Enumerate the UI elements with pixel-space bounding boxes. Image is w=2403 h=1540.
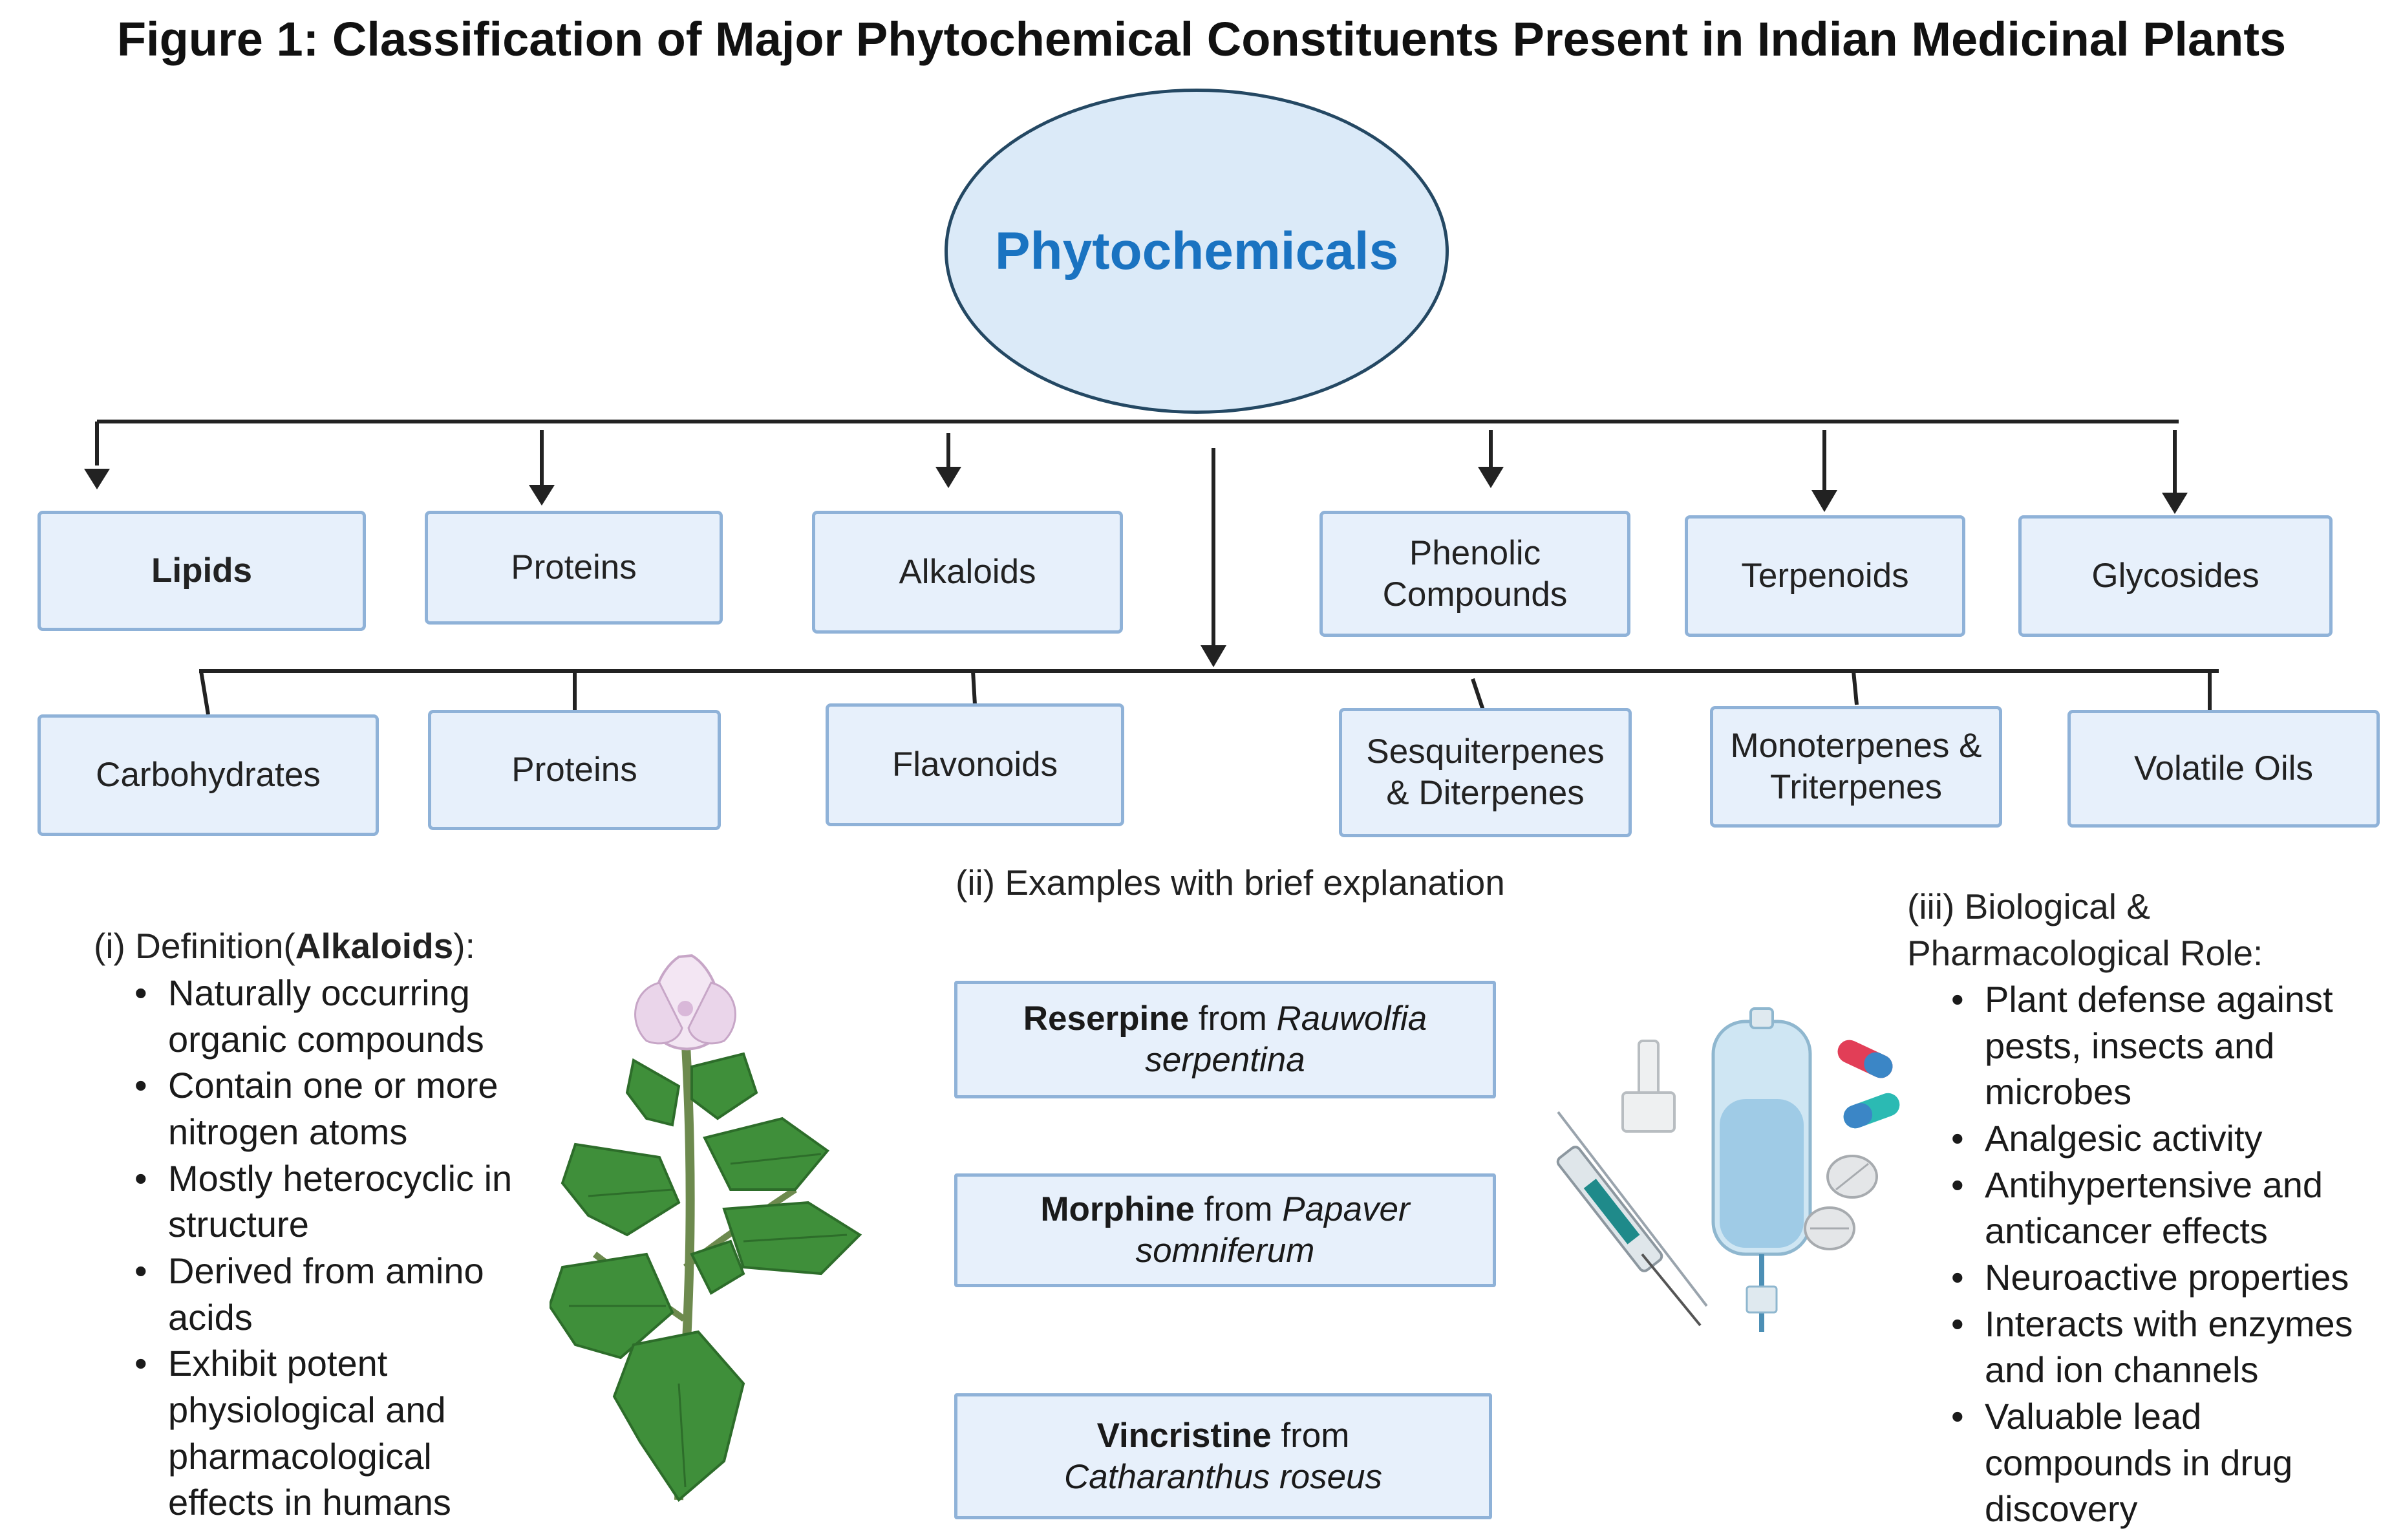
role-point: Interacts with enzymes and ion channels (1914, 1301, 2379, 1393)
connector-word: from (1271, 1416, 1350, 1455)
roles-heading-line-2: Pharmacological Role: (1907, 932, 2263, 973)
definition-term: Alkaloids (295, 926, 454, 966)
category-phenolic-compounds: Phenolic Compounds (1319, 511, 1630, 637)
species-name: roseus (1279, 1457, 1383, 1496)
drop-carbohydrates (199, 670, 210, 715)
examples-heading: (ii) Examples with brief explanation (956, 862, 1505, 903)
definition-point: Naturally occurring organic compounds (97, 970, 537, 1062)
example-reserpine: Reserpine from Rauwolfia serpentina (954, 981, 1496, 1098)
genus-name: Catharanthus (1063, 1457, 1270, 1496)
category-glycosides: Glycosides (2018, 515, 2333, 637)
compound-name: Morphine (1040, 1190, 1195, 1229)
definition-suffix: ): (453, 926, 475, 966)
arrowhead-alkaloids (935, 467, 961, 488)
definition-point: Contain one or more nitrogen atoms (97, 1062, 537, 1155)
roles-heading-line-1: (iii) Biological & (1907, 886, 2150, 926)
role-point: Valuable lead compounds in drug discover… (1914, 1393, 2379, 1532)
iv-connector-icon (1621, 1040, 1676, 1133)
example-line-2: Catharanthus roseus (1064, 1457, 1382, 1498)
root-label: Phytochemicals (994, 221, 1399, 281)
category-carbohydrates: Carbohydrates (37, 714, 379, 836)
definition-prefix: (i) Definition( (94, 926, 295, 966)
category-sesquiterpenes-diterpenes: Sesquiterpenes & Diterpenes (1339, 708, 1632, 837)
compound-name: Vincristine (1096, 1416, 1272, 1455)
category-proteins-secondary: Proteins (428, 710, 721, 830)
definition-list: Naturally occurring organic compounds Co… (97, 970, 537, 1526)
category-monoterpenes-triterpenes: Monoterpenes & Triterpenes (1710, 706, 2002, 828)
definition-point: Derived from amino acids (97, 1248, 537, 1340)
plant-illustration (550, 954, 862, 1502)
root-node-phytochemicals: Phytochemicals (945, 89, 1449, 414)
arrowhead-phenolic (1478, 467, 1504, 488)
drop-sesquiterpenes (1471, 678, 1485, 711)
connector-word: from (1189, 1000, 1277, 1038)
definition-point: Mostly heterocyclic in structure (97, 1155, 537, 1248)
category-volatile-oils: Volatile Oils (2067, 710, 2380, 828)
role-point: Analgesic activity (1914, 1115, 2379, 1162)
arrowhead-glycosides (2162, 493, 2188, 514)
species-name: serpentina (1145, 1041, 1305, 1079)
category-alkaloids: Alkaloids (812, 511, 1123, 634)
figure-title: Figure 1: Classification of Major Phytoc… (116, 12, 2287, 66)
arrowhead-center (1201, 645, 1226, 667)
arrowhead-terpenoids (1811, 490, 1837, 512)
tablet-icon (1804, 1155, 1878, 1250)
role-point: Neuroactive properties (1914, 1254, 2379, 1301)
definition-heading: (i) Definition(Alkaloids): (94, 923, 475, 970)
roles-heading: (iii) Biological & Pharmacological Role: (1907, 884, 2263, 976)
iv-bag-icon (1711, 1007, 1812, 1332)
example-morphine: Morphine from Papaver somniferum (954, 1173, 1496, 1287)
definition-point: Exhibit potent physiological and pharmac… (97, 1340, 537, 1526)
drop-flavonoids (971, 670, 977, 705)
role-point: Antihypertensive and anticancer effects (1914, 1162, 2379, 1254)
genus-name: Papaver (1282, 1190, 1410, 1229)
species-name: somniferum (1135, 1232, 1315, 1270)
syringe-icon (1556, 1111, 1708, 1327)
category-proteins: Proteins (425, 511, 723, 625)
capsule-icon (1837, 1040, 1900, 1129)
connector-word: from (1194, 1190, 1283, 1229)
example-line-1: Reserpine from Rauwolfia (1023, 998, 1427, 1040)
compound-name: Reserpine (1023, 1000, 1190, 1038)
medical-illustration (1556, 1007, 1900, 1332)
category-lipids: Lipids (37, 511, 366, 631)
genus-name: Rauwolfia (1276, 1000, 1427, 1038)
arrowhead-proteins (529, 485, 555, 506)
arrowhead-lipids (84, 469, 110, 489)
category-flavonoids: Flavonoids (826, 703, 1124, 826)
example-vincristine: Vincristine from Catharanthus roseus (954, 1393, 1492, 1519)
drop-monoterpenes (1852, 670, 1859, 705)
role-point: Plant defense against pests, insects and… (1914, 976, 2379, 1115)
roles-list: Plant defense against pests, insects and… (1914, 976, 2379, 1532)
example-line-1: Vincristine from (1097, 1415, 1350, 1457)
category-terpenoids: Terpenoids (1685, 515, 1965, 637)
example-line-1: Morphine from Papaver (1040, 1189, 1409, 1230)
